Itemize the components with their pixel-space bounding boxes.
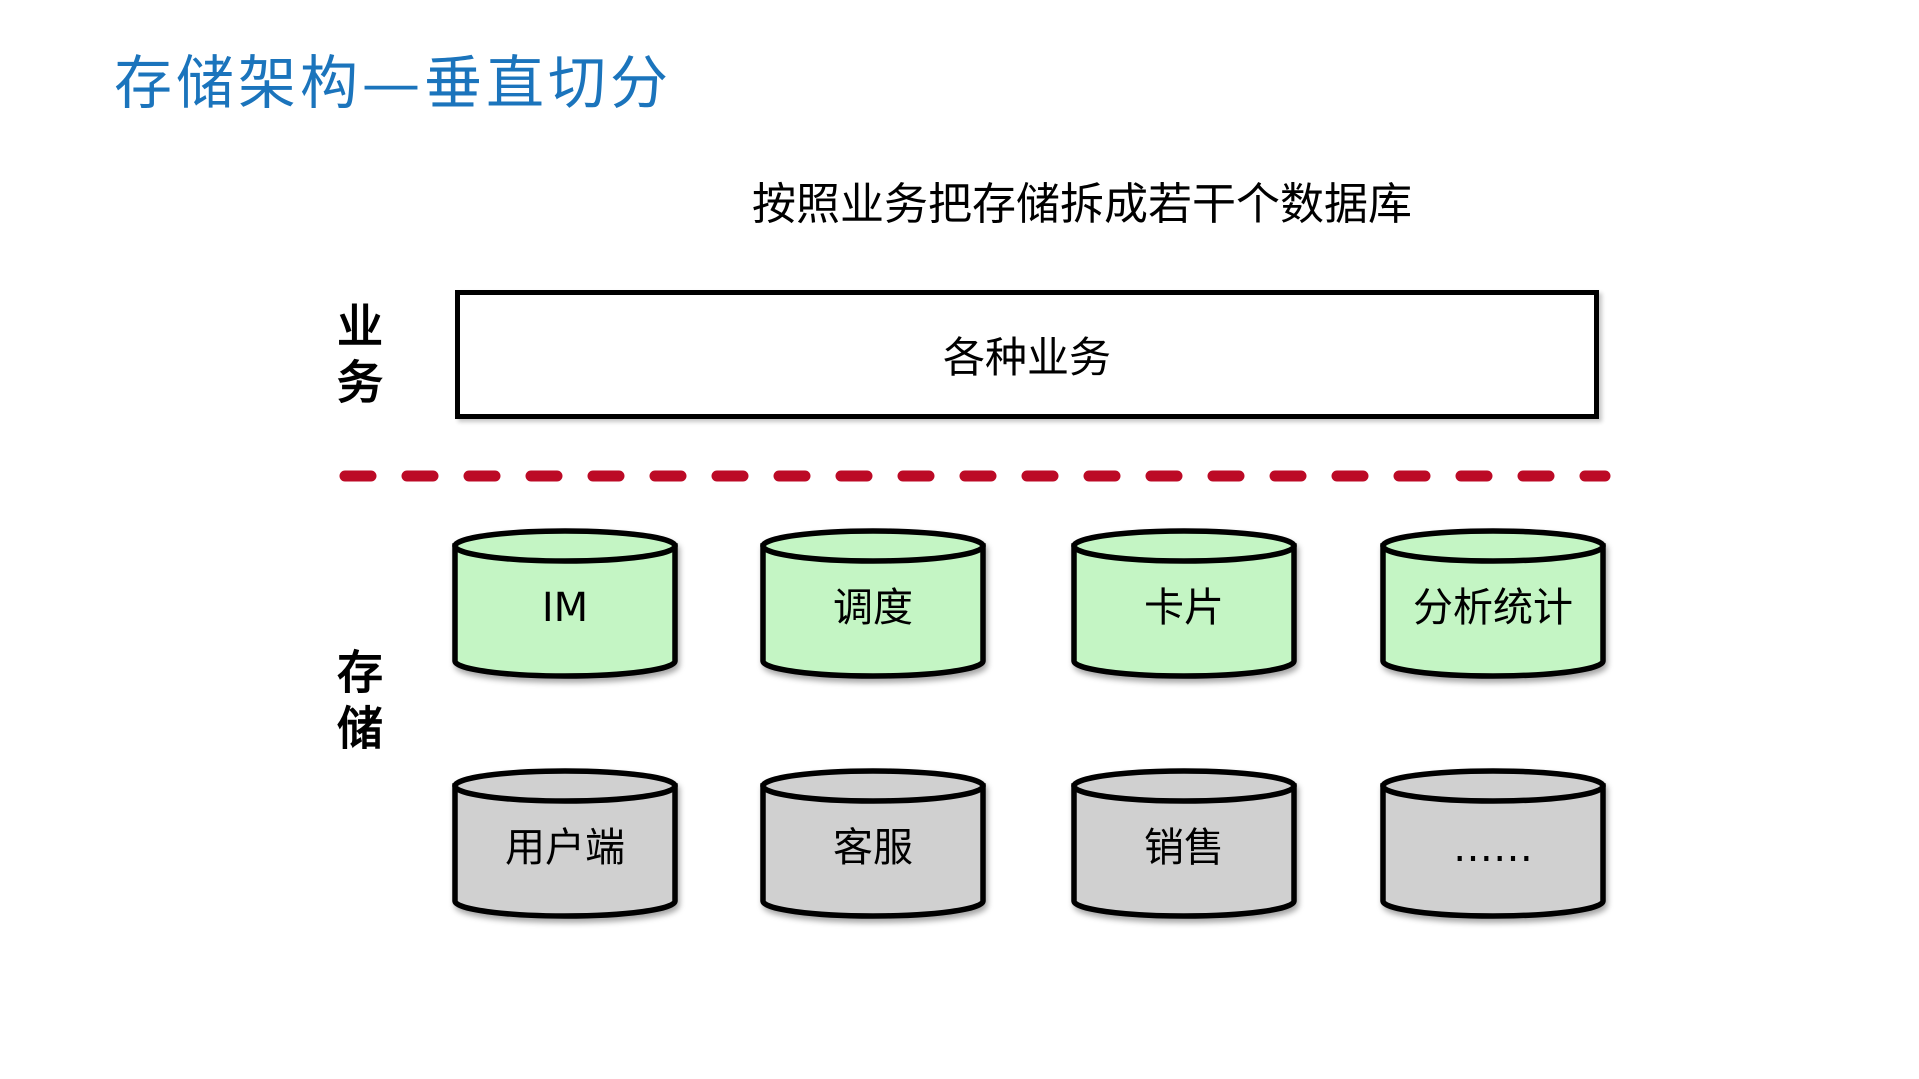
database-cylinder-icon (1380, 768, 1606, 919)
subtitle-text: 按照业务把存储拆成若干个数据库 (752, 179, 1412, 230)
db-label: …… (1453, 825, 1533, 871)
storage-layer-label: 存储 (330, 648, 384, 760)
page-title: 存储架构—垂直切分 (114, 49, 673, 117)
business-box: 各种业务 (455, 290, 1599, 419)
db-cylinder-scheduling: 调度 (757, 526, 989, 682)
cylinder-top (452, 768, 678, 804)
db-cylinder-cards: 卡片 (1068, 526, 1300, 682)
layer-divider-dashed-line (339, 470, 1611, 482)
db-cylinder-client: 用户端 (449, 766, 681, 922)
database-cylinder-icon (452, 528, 678, 679)
cylinder-body (1380, 783, 1606, 919)
db-label: 销售 (1144, 825, 1224, 871)
db-cylinder-customer-service: 客服 (757, 766, 989, 922)
cylinder-top (760, 768, 986, 804)
db-label: IM (541, 585, 589, 631)
cylinder-top (1380, 528, 1606, 564)
db-label: 调度 (833, 585, 913, 631)
cylinder-top (1380, 768, 1606, 804)
db-label: 客服 (833, 825, 913, 871)
db-cylinder-im: IM (449, 526, 681, 682)
cylinder-top (1071, 768, 1297, 804)
database-cylinder-icon (1380, 528, 1606, 679)
cylinder-body (1071, 543, 1297, 679)
business-layer-label: 业务 (330, 302, 384, 414)
db-cylinder-sales: 销售 (1068, 766, 1300, 922)
cylinder-body (452, 783, 678, 919)
cylinder-body (1071, 783, 1297, 919)
cylinder-body (452, 543, 678, 679)
database-cylinder-icon (1071, 768, 1297, 919)
db-label: 卡片 (1144, 585, 1224, 631)
database-cylinder-icon (760, 528, 986, 679)
cylinder-top (760, 528, 986, 564)
cylinder-top (452, 528, 678, 564)
business-box-label: 各种业务 (942, 333, 1111, 382)
db-cylinder-analytics: 分析统计 (1377, 526, 1609, 682)
cylinder-body (1380, 543, 1606, 679)
database-cylinder-icon (1071, 528, 1297, 679)
cylinder-body (760, 543, 986, 679)
database-cylinder-icon (452, 768, 678, 919)
cylinder-top (1071, 528, 1297, 564)
cylinder-body (760, 783, 986, 919)
database-cylinder-icon (760, 768, 986, 919)
db-label: 分析统计 (1413, 585, 1573, 631)
db-label: 用户端 (505, 825, 625, 871)
db-cylinder-more: …… (1377, 766, 1609, 922)
